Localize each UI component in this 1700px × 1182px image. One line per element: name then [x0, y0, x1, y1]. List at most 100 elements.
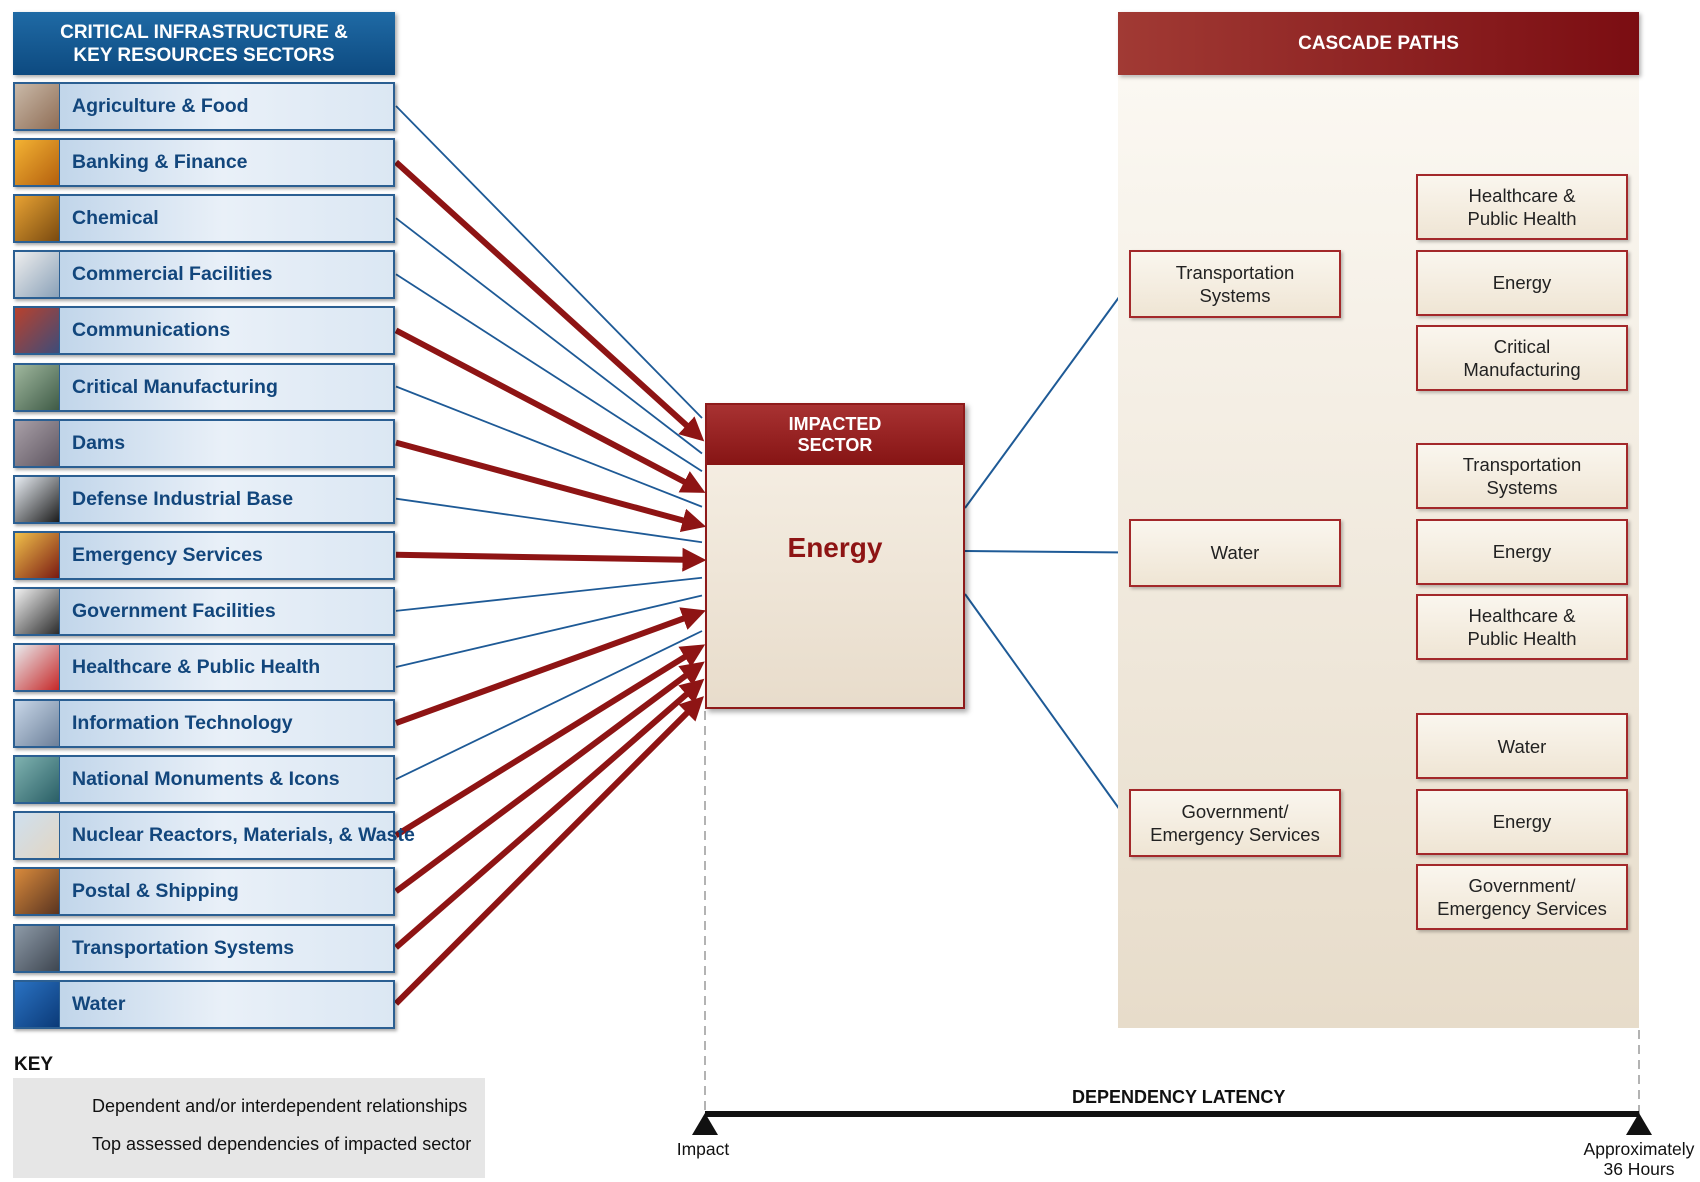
- dependency-line: [395, 576, 703, 612]
- cascade-child-box: Energy: [1416, 788, 1628, 855]
- dependency-line: [395, 273, 703, 473]
- cascade-path-box-text: Systems: [1199, 284, 1271, 306]
- sector-label: Commercial Facilities: [72, 263, 273, 286]
- cascade-link: [964, 282, 1130, 509]
- latency-end-label: Approximately 36 Hours: [1578, 1139, 1700, 1179]
- sector-thumbnail: [15, 701, 60, 747]
- cascade-child-box-text: Water: [1497, 735, 1547, 757]
- sector-thumbnail: [15, 981, 60, 1027]
- sector-item: Healthcare & Public Health: [13, 643, 395, 692]
- sector-item: Critical Manufacturing: [13, 362, 395, 412]
- sector-item: Banking & Finance: [13, 138, 395, 188]
- dependency-arrow: [393, 696, 704, 1006]
- sector-label: Chemical: [72, 207, 159, 230]
- sector-label: Government Facilities: [72, 599, 276, 622]
- impacted-sector-name: Energy: [787, 532, 883, 563]
- sector-item: Defense Industrial Base: [13, 474, 395, 524]
- cascade-path-box-text: Transportation: [1175, 261, 1295, 283]
- impacted-sector-header: IMPACTED SECTOR: [707, 405, 963, 465]
- cascade-child-box-text: Public Health: [1467, 208, 1577, 229]
- dependency-arrow: [395, 547, 707, 572]
- key-blue-line-label: Dependent and/or interdependent relation…: [92, 1096, 468, 1116]
- sector-thumbnail: [15, 84, 60, 129]
- dependency-line: [395, 594, 703, 668]
- sector-item: Emergency Services: [13, 530, 395, 580]
- sector-thumbnail: [15, 420, 60, 466]
- impacted-header-line1: IMPACTED: [788, 414, 882, 434]
- cascade-child-box-text: Critical: [1493, 336, 1551, 357]
- dependency-arrow: [394, 607, 706, 726]
- sector-label: Healthcare & Public Health: [72, 656, 321, 678]
- sector-thumbnail: [15, 588, 60, 634]
- sector-label: Information Technology: [72, 712, 293, 735]
- sector-thumbnail: [15, 645, 60, 690]
- latency-end-line1: Approximately: [1583, 1139, 1695, 1159]
- sector-item: Government Facilities: [13, 586, 395, 636]
- impacted-header-line2: SECTOR: [797, 435, 873, 455]
- sector-thumbnail: [15, 140, 60, 186]
- sector-label: Nuclear Reactors, Materials, & Waste: [72, 824, 415, 847]
- sector-item: Information Technology: [13, 699, 395, 749]
- cascade-path-box-text: Water: [1210, 542, 1260, 563]
- dependency-arrow: [395, 439, 707, 532]
- sector-thumbnail: [15, 476, 60, 522]
- dependency-arrow: [394, 661, 705, 894]
- key-red-arrow-label: Top assessed dependencies of impacted se…: [92, 1134, 472, 1154]
- impacted-sector-box: IMPACTED SECTOR Energy: [705, 403, 965, 709]
- cascade-link: [964, 550, 1130, 554]
- sector-item: Chemical: [13, 194, 395, 244]
- sector-label: Banking & Finance: [72, 151, 248, 174]
- sector-thumbnail: [15, 813, 60, 859]
- cascade-child-box-text: Government/: [1468, 875, 1576, 896]
- cascade-child-box: Energy: [1416, 518, 1628, 585]
- sector-thumbnail: [15, 532, 60, 578]
- sector-item: Water: [13, 979, 395, 1029]
- sector-label: Emergency Services: [72, 543, 263, 566]
- sectors-header: CRITICAL INFRASTRUCTURE & KEY RESOURCES …: [13, 12, 395, 75]
- dependency-line: [395, 497, 703, 544]
- sector-label: National Monuments & Icons: [72, 768, 340, 791]
- sector-thumbnail: [15, 869, 60, 915]
- sector-thumbnail: [15, 364, 60, 410]
- cascade-child-box-text: Manufacturing: [1463, 359, 1581, 380]
- sectors-header-line2: KEY RESOURCES SECTORS: [73, 44, 335, 66]
- cascade-child-box: Water: [1416, 713, 1628, 779]
- sector-thumbnail: [15, 196, 60, 242]
- cascade-child-box-text: Energy: [1492, 541, 1552, 562]
- sector-item: Transportation Systems: [13, 923, 395, 973]
- latency-end-line2: 36 Hours: [1603, 1159, 1675, 1179]
- cascade-path-box-text: Government/: [1181, 800, 1289, 822]
- cascade-child-box-text: Transportation: [1462, 454, 1582, 475]
- sector-label: Postal & Shipping: [72, 880, 239, 903]
- dependency-line: [395, 105, 703, 419]
- latency-start-marker: [692, 1113, 718, 1135]
- sector-label: Communications: [72, 319, 231, 342]
- key-title: KEY: [14, 1054, 54, 1075]
- dependency-arrow: [394, 327, 706, 493]
- key-box: [13, 1078, 485, 1178]
- sector-thumbnail: [15, 925, 60, 971]
- cascade-path-box: Government/Emergency Services: [1129, 788, 1341, 857]
- cascade-path-box: Water: [1129, 518, 1341, 587]
- cascade-child-box: Energy: [1416, 249, 1628, 316]
- cascade-child-box-text: Healthcare &: [1468, 185, 1576, 206]
- cascade-child-box-text: Energy: [1492, 272, 1552, 293]
- sector-item: Postal & Shipping: [13, 867, 395, 917]
- dependency-arrow: [393, 159, 705, 442]
- dependency-line: [395, 385, 703, 508]
- cascade-child-box-text: Public Health: [1467, 628, 1577, 649]
- dependency-arrow: [394, 644, 706, 838]
- cascade-child-box-text: Healthcare &: [1468, 605, 1576, 626]
- sector-item: Communications: [13, 306, 395, 356]
- cascade-child-box-text: Emergency Services: [1437, 898, 1607, 919]
- sector-thumbnail: [15, 757, 60, 803]
- latency-end-marker: [1626, 1113, 1652, 1135]
- sector-label: Agriculture & Food: [72, 95, 249, 117]
- sector-item: National Monuments & Icons: [13, 755, 395, 805]
- sector-label: Water: [72, 992, 126, 1015]
- dependency-arrow: [394, 678, 705, 950]
- sector-item: Agriculture & Food: [13, 82, 395, 131]
- sector-label: Dams: [72, 431, 126, 454]
